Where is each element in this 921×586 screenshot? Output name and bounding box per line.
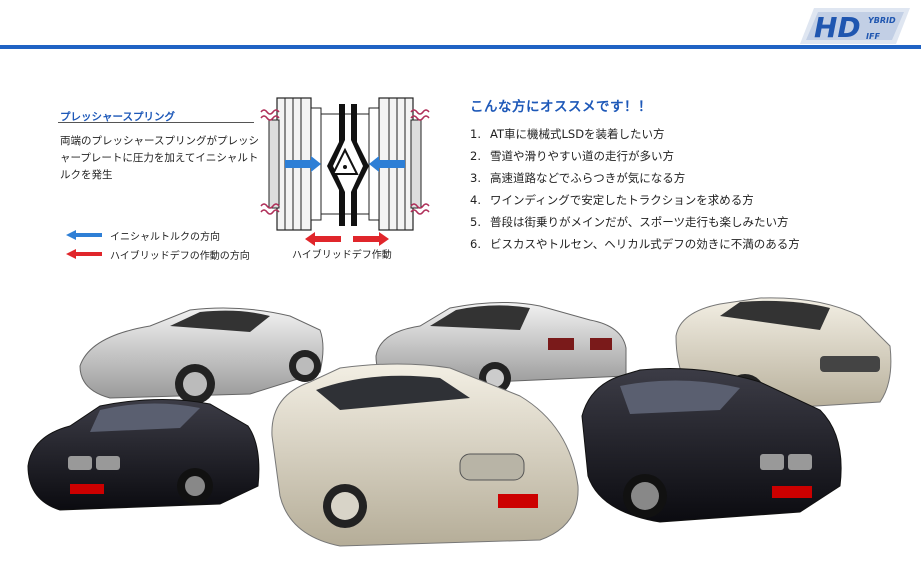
- recommendation-list: 1. AT車に機械式LSDを装着したい方 2. 雪道や滑りやすい道の走行が多い方 3…: [470, 124, 800, 256]
- item-number: 2.: [470, 149, 481, 163]
- blue-arrow-icon: [66, 230, 102, 240]
- item-number: 3.: [470, 171, 481, 185]
- silver-convertible: [271, 363, 579, 547]
- legend-label: ハイブリッドデフの作動の方向: [110, 250, 250, 262]
- item-text: 普段は街乗りがメインだが、スポーツ走行も楽しみたい方: [490, 215, 789, 229]
- recommendation-title: こんな方にオススメです！！: [470, 99, 652, 115]
- legend-initial-torque: イニシャルトルクの方向: [66, 227, 220, 243]
- item-number: 1.: [470, 127, 481, 141]
- item-text: 雪道や滑りやすい道の走行が多い方: [490, 149, 674, 163]
- diff-action-arrows: [305, 232, 389, 246]
- spring-description: 両端のプレッシャースプリングがプレッシャープレートに圧力を加えてイニシャルトルク…: [60, 135, 259, 181]
- list-item: 6. ビスカスやトルセン、ヘリカル式デフの効きに不満のある方: [470, 234, 800, 256]
- item-number: 4.: [470, 193, 481, 207]
- legend-diff-action: ハイブリッドデフの作動の方向: [66, 246, 250, 262]
- diagram-caption: ハイブリッドデフ作動: [292, 250, 392, 261]
- item-text: ワインディングで安定したトラクションを求める方: [490, 193, 754, 207]
- list-item: 4. ワインディングで安定したトラクションを求める方: [470, 190, 800, 212]
- header-rule: [0, 45, 921, 49]
- silver-sedan: [375, 301, 627, 394]
- svg-text:YBRID: YBRID: [868, 16, 896, 25]
- list-item: 3. 高速道路などでふらつきが気になる方: [470, 168, 800, 190]
- black-sedan: [27, 398, 260, 511]
- list-item: 2. 雪道や滑りやすい道の走行が多い方: [470, 146, 800, 168]
- item-number: 6.: [470, 237, 481, 251]
- silver-coupe: [79, 307, 324, 404]
- item-number: 5.: [470, 215, 481, 229]
- spring-title: プレッシャースプリング: [60, 111, 175, 123]
- black-coupe: [581, 368, 842, 523]
- item-text: 高速道路などでふらつきが気になる方: [490, 171, 686, 185]
- item-text: AT車に機械式LSDを装着したい方: [490, 127, 665, 141]
- hybrid-diff-logo: HD YBRID IFF: [800, 8, 910, 44]
- list-item: 5. 普段は街乗りがメインだが、スポーツ走行も楽しみたい方: [470, 212, 800, 234]
- svg-text:HD: HD: [814, 11, 861, 44]
- cars-photo: [27, 297, 892, 547]
- red-arrow-icon: [66, 249, 102, 259]
- item-text: ビスカスやトルセン、ヘリカル式デフの効きに不満のある方: [490, 237, 800, 251]
- list-item: 1. AT車に機械式LSDを装着したい方: [470, 124, 800, 146]
- legend-label: イニシャルトルクの方向: [110, 231, 220, 243]
- title-underline: [58, 122, 254, 123]
- diff-cross-section-diagram: [260, 97, 430, 231]
- svg-text:IFF: IFF: [866, 32, 880, 41]
